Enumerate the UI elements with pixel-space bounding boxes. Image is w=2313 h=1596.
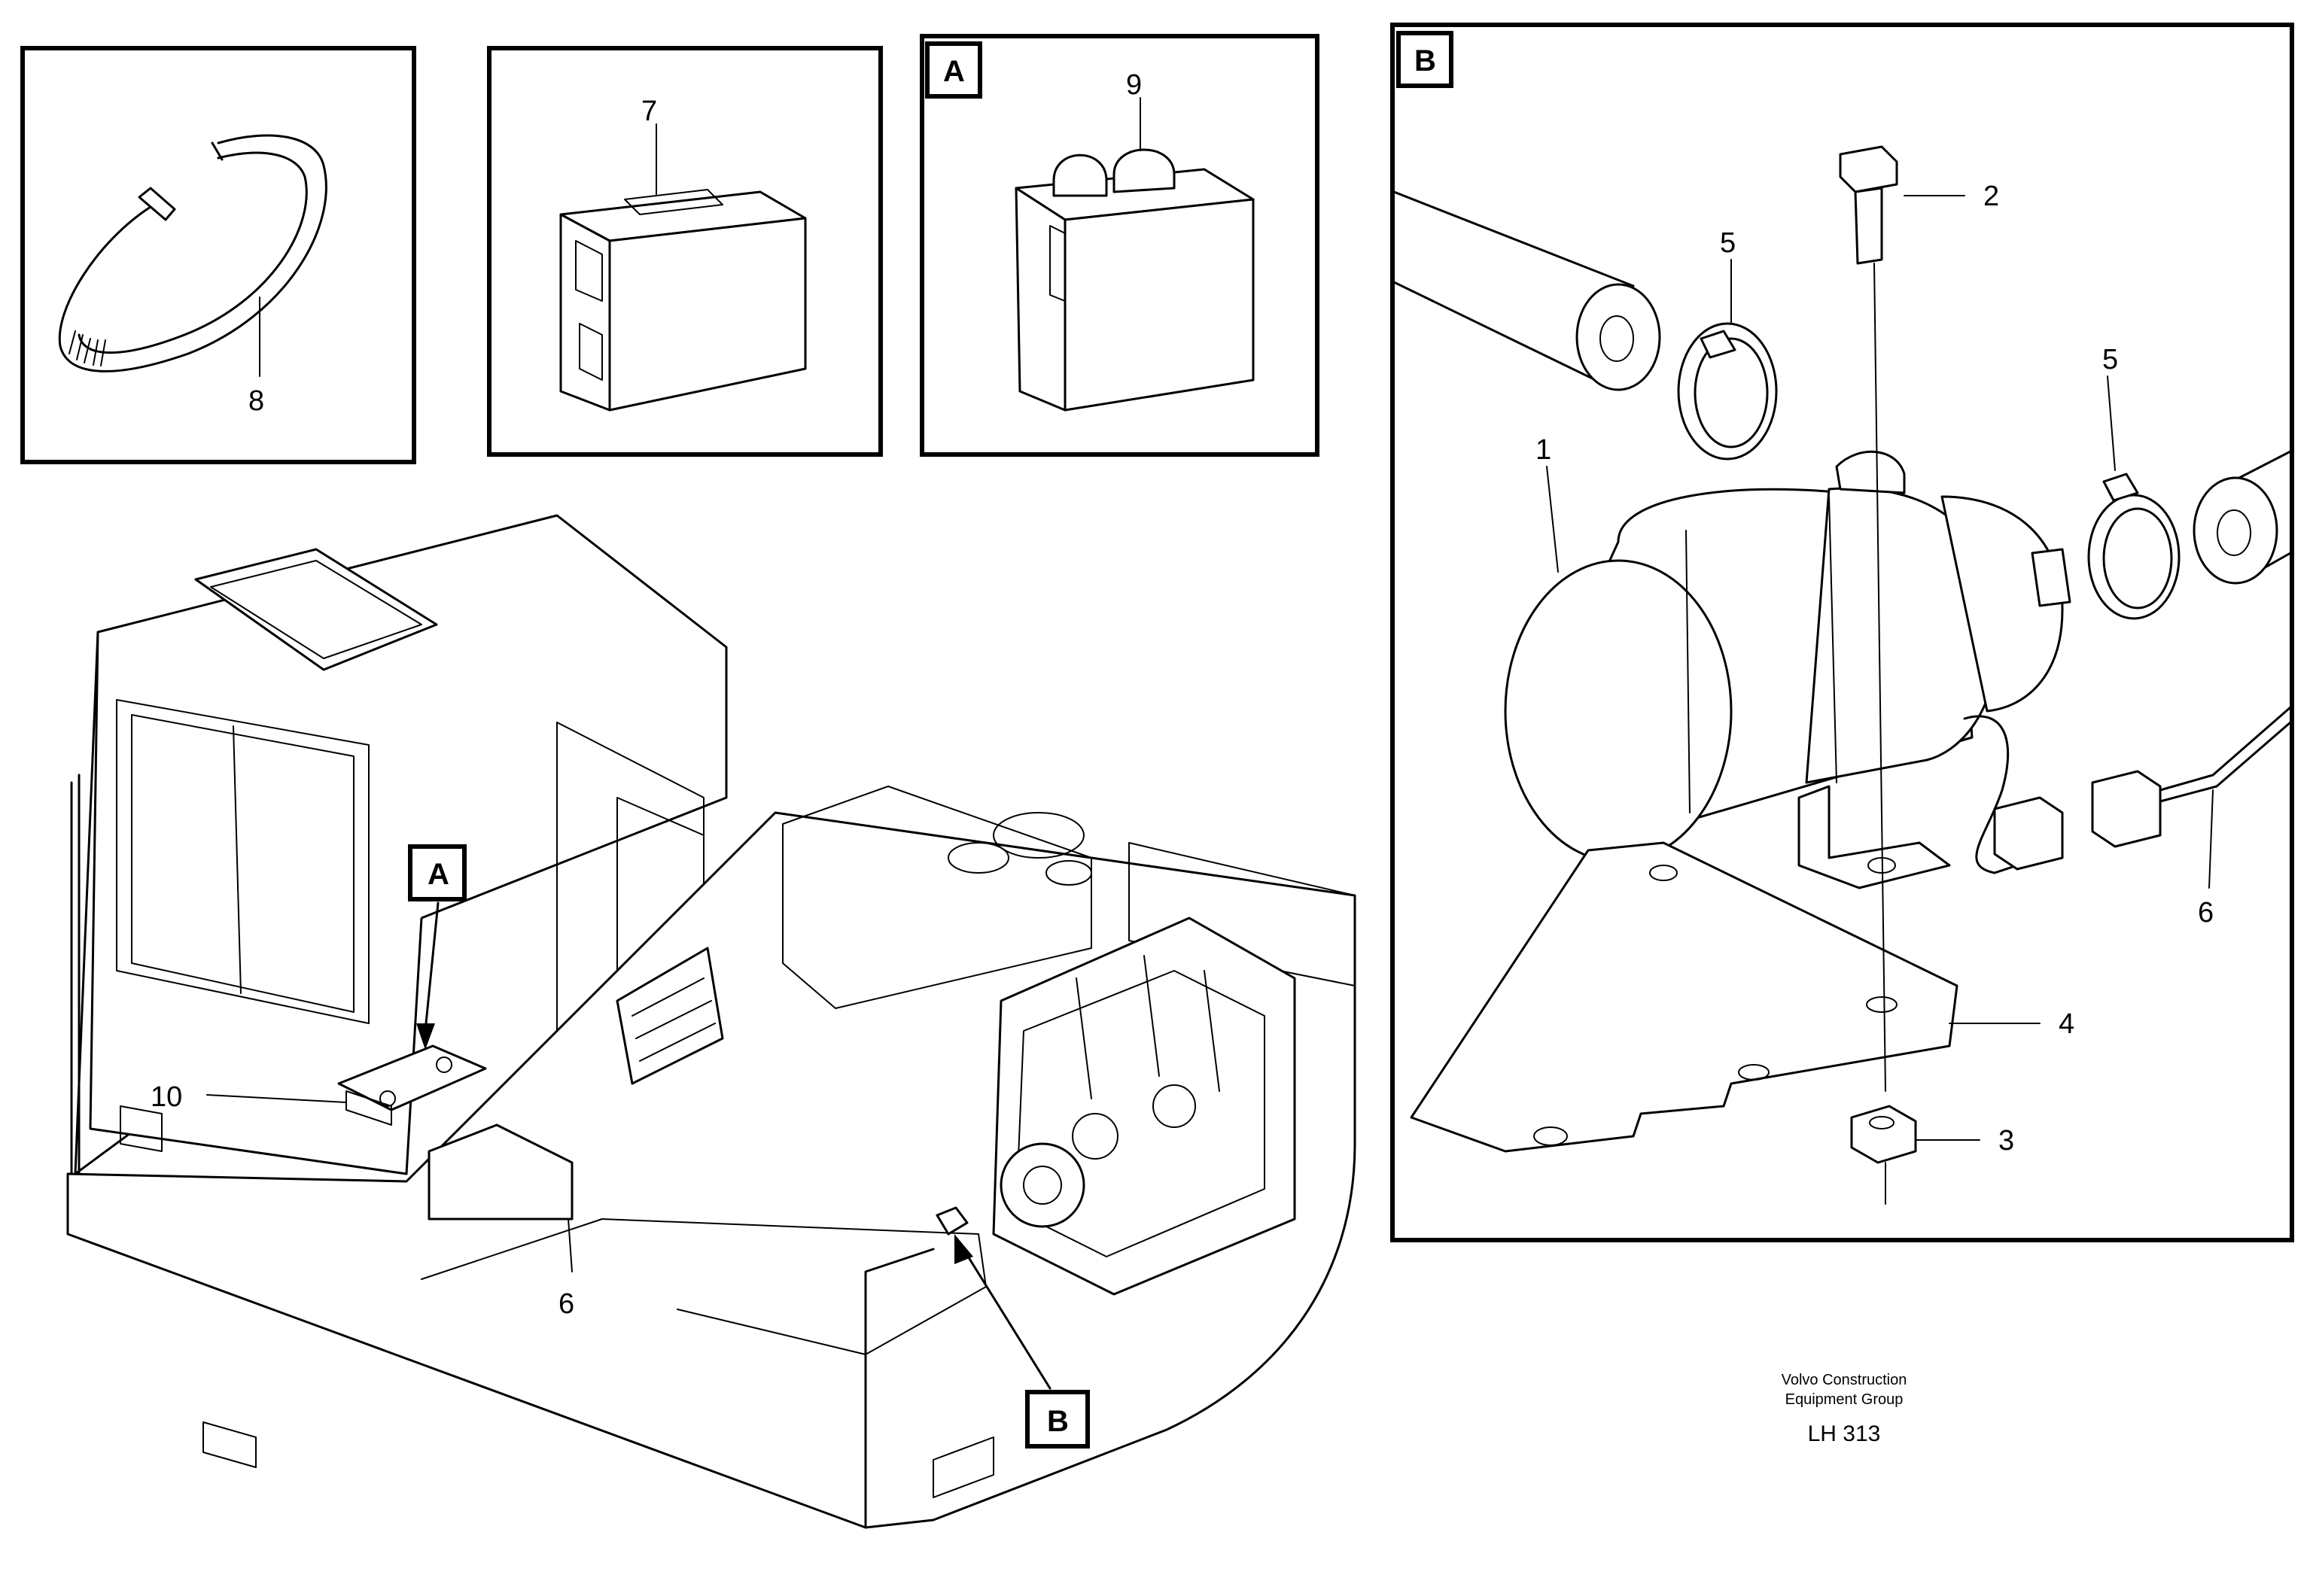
inset-tag-a-box xyxy=(925,41,982,99)
part-label-9: 9 xyxy=(1126,69,1142,101)
part-label-3: 3 xyxy=(1998,1125,2014,1157)
inset-tag-b-box xyxy=(1396,31,1453,88)
inset-tag-b: B xyxy=(1414,44,1436,78)
part-label-6a: 6 xyxy=(558,1288,574,1320)
relay-mount xyxy=(337,1044,487,1126)
callout-tag-b: B xyxy=(1047,1405,1069,1438)
inset-b-detail: B xyxy=(1390,23,2294,1242)
callout-tag-a-box xyxy=(408,844,467,901)
inset-connector-7: 7 xyxy=(487,46,883,457)
nut xyxy=(1850,1105,1917,1205)
hose-clamp-right xyxy=(2087,473,2181,620)
hose-left xyxy=(1392,190,1661,391)
callout-tag-a: A xyxy=(428,858,449,891)
publisher-line-2: Equipment Group xyxy=(1785,1391,1904,1408)
part-label-5b: 5 xyxy=(2102,344,2118,375)
hose-clamp-left xyxy=(1677,322,1778,461)
publisher-line-1: Volvo Construction xyxy=(1782,1372,1907,1388)
part-label-7: 7 xyxy=(641,96,657,127)
part-label-8: 8 xyxy=(248,385,264,417)
bolt xyxy=(1839,145,1898,1092)
base-plate xyxy=(1410,841,1958,1153)
callout-a: A xyxy=(408,844,467,1050)
connector-housing-9 xyxy=(1015,148,1255,412)
inset-a-connector-9: A 9 xyxy=(920,34,1319,457)
control-valve xyxy=(616,947,724,1085)
part-label-5a: 5 xyxy=(1720,227,1736,259)
drawing-code: LH 313 xyxy=(1808,1421,1881,1446)
callout-b: B xyxy=(954,1234,1090,1449)
excavator-upper-structure xyxy=(66,514,1356,1529)
cable-connectors xyxy=(1963,706,2292,874)
cable-tie-drawing xyxy=(58,134,327,372)
inset-tag-a: A xyxy=(943,55,965,88)
part-label-10: 10 xyxy=(151,1081,182,1113)
publisher-footer: Volvo Construction Equipment Group LH 31… xyxy=(1782,1372,1907,1446)
part-label-2: 2 xyxy=(1983,181,1999,212)
part-label-1: 1 xyxy=(1535,434,1551,466)
operator-cab xyxy=(70,514,728,1175)
callout-tag-b-box xyxy=(1025,1390,1090,1449)
heater-unit xyxy=(1504,450,2071,863)
part-label-4: 4 xyxy=(2059,1008,2074,1040)
inset-cable-tie: 8 xyxy=(20,46,416,464)
hose-right xyxy=(2193,450,2292,585)
hydraulic-pump xyxy=(936,917,1296,1296)
connector-housing-7 xyxy=(559,189,807,412)
part-label-6b: 6 xyxy=(2198,897,2214,929)
